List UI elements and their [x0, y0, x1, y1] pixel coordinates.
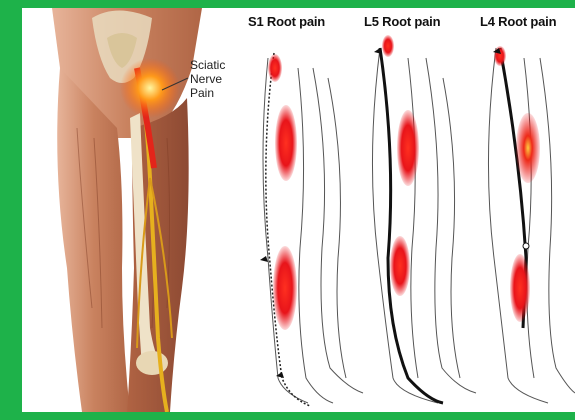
- l4-root-pain-label: L4 Root pain: [480, 14, 556, 29]
- s1-leg-outline: [263, 58, 363, 403]
- l5-root-pain-label: L5 Root pain: [364, 14, 440, 29]
- s1-root-pain-label: S1 Root pain: [248, 14, 325, 29]
- root-pain-diagrams: [238, 8, 575, 412]
- sciatic-nerve-pain-callout: Sciatic Nerve Pain: [190, 58, 225, 100]
- l4-leg-outline: [488, 48, 575, 403]
- l5-leg-outline: [372, 48, 476, 403]
- illustration-panel: Sciatic Nerve Pain: [22, 8, 575, 412]
